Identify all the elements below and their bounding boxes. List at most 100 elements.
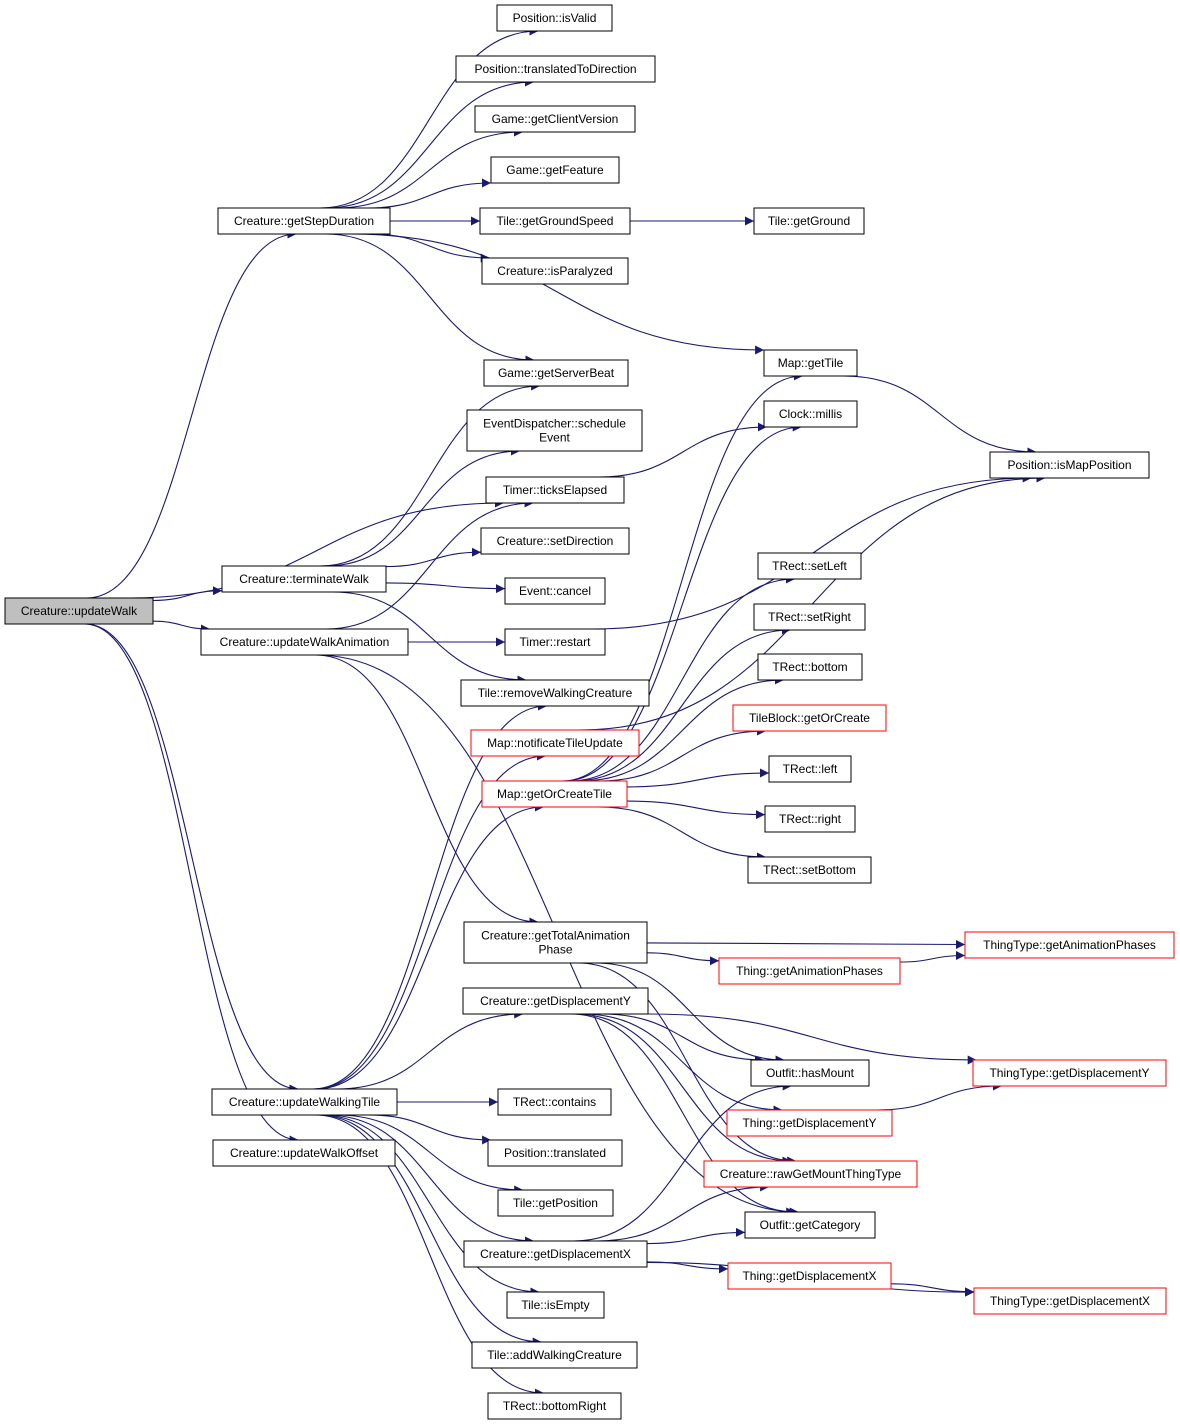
- node-map-get-or-create-tile[interactable]: Map::getOrCreateTile: [481, 780, 628, 808]
- node-creature-raw-get-mount-thing-type[interactable]: Creature::rawGetMountThingType: [703, 1160, 918, 1188]
- node-trect-contains[interactable]: TRect::contains: [497, 1088, 612, 1116]
- node-thingtype-get-displacement-y[interactable]: ThingType::getDisplacementY: [972, 1059, 1167, 1087]
- node-trect-set-right[interactable]: TRect::setRight: [753, 603, 866, 631]
- svg-text:Creature::setDirection: Creature::setDirection: [497, 534, 614, 548]
- node-creature-update-walking-tile[interactable]: Creature::updateWalkingTile: [211, 1088, 398, 1116]
- node-thing-get-displacement-x[interactable]: Thing::getDisplacementX: [727, 1262, 892, 1290]
- call-edge: [350, 233, 765, 355]
- call-edge: [646, 952, 720, 966]
- svg-text:Outfit::getCategory: Outfit::getCategory: [760, 1218, 861, 1232]
- node-tile-is-empty[interactable]: Tile::isEmpty: [506, 1291, 605, 1319]
- node-creature-get-step-duration[interactable]: Creature::getStepDuration: [217, 207, 391, 235]
- svg-text:Creature::updateWalkAnimation: Creature::updateWalkAnimation: [220, 635, 390, 649]
- call-edge: [647, 1013, 977, 1065]
- node-layer: Creature::updateWalk Creature::getStepDu…: [4, 4, 1175, 1420]
- call-edge: [385, 547, 482, 568]
- svg-text:ThingType::getDisplacementX: ThingType::getDisplacementX: [990, 1294, 1150, 1308]
- svg-text:Clock::millis: Clock::millis: [779, 407, 842, 421]
- call-edge: [152, 586, 223, 602]
- node-creature-is-paralyzed[interactable]: Creature::isParalyzed: [481, 257, 629, 285]
- node-game-get-client-version[interactable]: Game::getClientVersion: [474, 105, 636, 133]
- node-position-translated-to-direction[interactable]: Position::translatedToDirection: [455, 55, 656, 83]
- svg-text:Creature::updateWalk: Creature::updateWalk: [21, 604, 138, 618]
- call-edge: [332, 591, 527, 685]
- svg-text:Game::getServerBeat: Game::getServerBeat: [498, 366, 615, 380]
- node-trect-set-left[interactable]: TRect::setLeft: [757, 552, 862, 580]
- node-tileblock-get-or-create[interactable]: TileBlock::getOrCreate: [732, 704, 887, 732]
- call-edge: [598, 726, 766, 782]
- svg-text:Creature::terminateWalk: Creature::terminateWalk: [239, 572, 370, 586]
- node-tile-get-position[interactable]: Tile::getPosition: [497, 1189, 614, 1217]
- call-edge: [877, 1081, 1002, 1111]
- node-creature-terminate-walk[interactable]: Creature::terminateWalk: [221, 565, 387, 593]
- call-edge: [568, 574, 796, 782]
- call-edge: [319, 381, 541, 567]
- node-creature-update-walk[interactable]: Creature::updateWalk: [4, 597, 154, 625]
- svg-text:Game::getFeature: Game::getFeature: [506, 163, 604, 177]
- call-edge: [646, 1227, 746, 1245]
- call-edge: [646, 939, 966, 949]
- svg-text:Tile::isEmpty: Tile::isEmpty: [521, 1298, 589, 1312]
- call-edge: [573, 625, 791, 782]
- node-position-is-valid[interactable]: Position::isValid: [496, 4, 613, 32]
- node-game-get-server-beat[interactable]: Game::getServerBeat: [483, 359, 629, 387]
- node-thingtype-get-animation-phases[interactable]: ThingType::getAnimationPhases: [964, 931, 1175, 959]
- svg-text:Map::getTile: Map::getTile: [778, 356, 844, 370]
- svg-text:Thing::getDisplacementY: Thing::getDisplacementY: [742, 1116, 876, 1130]
- node-map-get-tile[interactable]: Map::getTile: [763, 349, 858, 377]
- call-edge: [368, 1114, 492, 1145]
- node-thing-get-animation-phases[interactable]: Thing::getAnimationPhases: [718, 957, 901, 985]
- node-event-cancel[interactable]: Event::cancel: [504, 577, 606, 605]
- node-outfit-has-mount[interactable]: Outfit::hasMount: [750, 1059, 870, 1087]
- call-edge: [317, 1114, 542, 1347]
- node-trect-bottom-right[interactable]: TRect::bottomRight: [487, 1392, 622, 1420]
- svg-text:Position::isValid: Position::isValid: [513, 11, 597, 25]
- node-thing-get-displacement-y[interactable]: Thing::getDisplacementY: [726, 1109, 893, 1137]
- node-position-translated[interactable]: Position::translated: [487, 1139, 623, 1167]
- node-tile-remove-walking-creature[interactable]: Tile::removeWalkingCreature: [460, 679, 650, 707]
- node-position-is-map-position[interactable]: Position::isMapPosition: [989, 451, 1150, 479]
- node-trect-left[interactable]: TRect::left: [768, 755, 852, 783]
- node-trect-right[interactable]: TRect::right: [764, 805, 856, 833]
- node-timer-ticks-elapsed[interactable]: Timer::ticksElapsed: [485, 476, 625, 504]
- node-thingtype-get-displacement-x[interactable]: ThingType::getDisplacementX: [973, 1287, 1167, 1315]
- node-creature-set-direction[interactable]: Creature::setDirection: [480, 527, 630, 555]
- call-edge: [325, 77, 535, 209]
- node-outfit-get-category[interactable]: Outfit::getCategory: [744, 1211, 876, 1239]
- node-clock-millis[interactable]: Clock::millis: [763, 400, 858, 428]
- node-tile-get-ground[interactable]: Tile::getGround: [753, 207, 865, 235]
- call-edge: [320, 1114, 540, 1297]
- svg-text:Creature::getDisplacementX: Creature::getDisplacementX: [480, 1247, 631, 1261]
- call-edge: [598, 806, 766, 862]
- call-edge: [626, 800, 766, 820]
- call-edge: [562, 371, 803, 782]
- svg-text:TRect::bottomRight: TRect::bottomRight: [503, 1399, 607, 1413]
- call-edge: [336, 1114, 524, 1195]
- node-map-notificate-tile-update[interactable]: Map::notificateTileUpdate: [470, 729, 640, 757]
- call-edge: [598, 422, 767, 478]
- node-creature-update-walk-animation[interactable]: Creature::updateWalkAnimation: [200, 628, 409, 656]
- node-creature-update-walk-offset[interactable]: Creature::updateWalkOffset: [212, 1139, 396, 1167]
- call-edge: [596, 1182, 770, 1242]
- node-timer-restart[interactable]: Timer::restart: [504, 628, 606, 656]
- svg-text:TRect::left: TRect::left: [783, 762, 838, 776]
- node-creature-get-displacement-y[interactable]: Creature::getDisplacementY: [462, 987, 649, 1015]
- node-creature-get-displacement-x[interactable]: Creature::getDisplacementX: [463, 1240, 648, 1268]
- svg-text:TRect::setBottom: TRect::setBottom: [763, 863, 856, 877]
- node-tile-get-ground-speed[interactable]: Tile::getGroundSpeed: [479, 207, 631, 235]
- call-edge: [84, 623, 299, 1145]
- call-edge: [580, 675, 784, 782]
- node-trect-set-bottom[interactable]: TRect::setBottom: [747, 856, 872, 884]
- svg-text:Tile::addWalkingCreature: Tile::addWalkingCreature: [487, 1348, 622, 1362]
- call-edge: [574, 1013, 792, 1166]
- call-edge: [367, 178, 492, 209]
- node-game-get-feature[interactable]: Game::getFeature: [490, 156, 620, 184]
- svg-text:Creature::getDisplacementY: Creature::getDisplacementY: [480, 994, 631, 1008]
- call-edge: [152, 620, 210, 634]
- node-tile-add-walking-creature[interactable]: Tile::addWalkingCreature: [471, 1341, 638, 1369]
- call-edge: [312, 701, 548, 1090]
- node-trect-bottom[interactable]: TRect::bottom: [757, 653, 863, 681]
